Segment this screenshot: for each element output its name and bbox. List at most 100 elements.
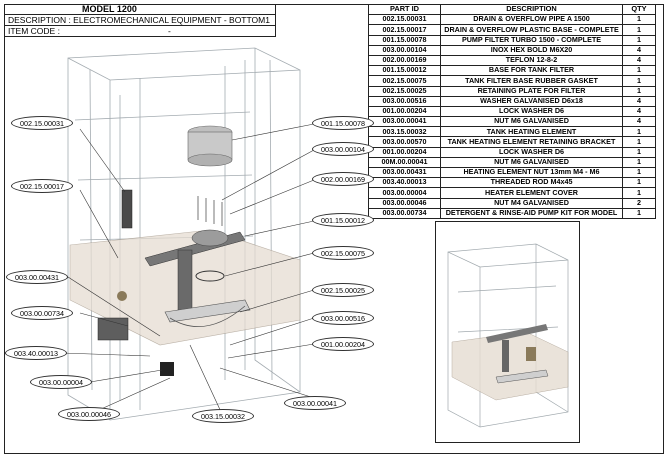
- callout-12: 001.00.00204: [312, 337, 374, 351]
- callout-5: 002.00.00169: [312, 172, 374, 186]
- description-cell: DRAIN & OVERFLOW PIPE A 1500: [440, 14, 623, 26]
- qty-cell: 1: [622, 187, 656, 199]
- qty-cell: 1: [622, 146, 656, 158]
- inset-view: [435, 221, 580, 443]
- inset-drawing: [447, 243, 569, 428]
- qty-cell: 4: [622, 105, 656, 118]
- qty-cell: 4: [622, 95, 656, 107]
- callout-2: 001.15.00078: [312, 116, 374, 130]
- description-cell: LOCK WASHER D6: [440, 146, 623, 158]
- callout-4: 002.15.00017: [11, 179, 73, 193]
- callout-1: 002.15.00031: [11, 116, 73, 130]
- callout-13: 003.40.00013: [5, 346, 67, 360]
- part-id-cell: 00M.00.00041: [368, 156, 441, 169]
- drawing-sheet: [4, 4, 664, 454]
- description-cell: NUT M4 GALVANISED: [440, 197, 623, 209]
- part-id-cell: 002.15.00075: [368, 75, 441, 87]
- description-line: DESCRIPTION : ELECTROMECHANICAL EQUIPMEN…: [4, 15, 275, 26]
- qty-cell: 4: [622, 54, 656, 67]
- qty-cell: 1: [622, 24, 656, 36]
- part-id-cell: 003.00.00734: [368, 207, 441, 219]
- col-part-id: PART ID: [368, 3, 441, 16]
- part-id-cell: 003.00.00041: [368, 116, 441, 128]
- col-description: DESCRIPTION: [440, 3, 623, 16]
- part-id-cell: 002.15.00025: [368, 85, 441, 97]
- description-cell: DETERGENT & RINSE-AID PUMP KIT FOR MODEL: [440, 207, 623, 219]
- part-id-cell: 003.15.00032: [368, 126, 441, 138]
- callout-7: 002.15.00075: [312, 246, 374, 260]
- callout-15: 003.00.00046: [58, 407, 120, 421]
- qty-cell: 1: [622, 126, 656, 138]
- description-cell: TANK HEATING ELEMENT: [440, 126, 623, 138]
- description-cell: PUMP FILTER TURBO 1500 - COMPLETE: [440, 34, 623, 46]
- description-cell: NUT M6 GALVANISED: [440, 116, 623, 128]
- part-id-cell: 001.00.00204: [368, 105, 441, 118]
- item-code-label: ITEM CODE :: [8, 26, 60, 36]
- qty-cell: 1: [622, 65, 656, 77]
- description-cell: LOCK WASHER D6: [440, 105, 623, 118]
- part-id-cell: 001.00.00204: [368, 146, 441, 158]
- description-cell: NUT M6 GALVANISED: [440, 156, 623, 169]
- qty-cell: 1: [622, 34, 656, 46]
- qty-cell: 1: [622, 166, 656, 179]
- part-id-cell: 001.15.00078: [368, 34, 441, 46]
- part-id-cell: 003.00.00104: [368, 44, 441, 56]
- callout-17: 003.00.00041: [284, 396, 346, 410]
- title-block: MODEL 1200 DESCRIPTION : ELECTROMECHANIC…: [4, 4, 276, 37]
- description-cell: WASHER GALVANISED D6x18: [440, 95, 623, 107]
- qty-cell: 1: [622, 136, 656, 148]
- part-id-cell: 001.15.00012: [368, 65, 441, 77]
- callout-16: 003.15.00032: [192, 409, 254, 423]
- part-id-cell: 002.15.00031: [368, 14, 441, 26]
- part-id-cell: 002.00.00169: [368, 54, 441, 67]
- callout-14: 003.00.00004: [30, 375, 92, 389]
- description-cell: HEATING ELEMENT NUT 13mm M4 - M6: [440, 166, 623, 179]
- part-id-cell: 003.00.00004: [368, 187, 441, 199]
- description-cell: TEFLON 12-8-2: [440, 54, 623, 67]
- part-id-cell: 003.00.00570: [368, 136, 441, 148]
- qty-cell: 4: [622, 116, 656, 128]
- callout-3: 003.00.00104: [312, 142, 374, 156]
- col-qty: QTY: [622, 3, 656, 16]
- callout-9: 002.15.00025: [312, 283, 374, 297]
- qty-cell: 1: [622, 156, 656, 169]
- qty-cell: 1: [622, 177, 656, 189]
- description-cell: HEATER ELEMENT COVER: [440, 187, 623, 199]
- description-cell: RETAINING PLATE FOR FILTER: [440, 85, 623, 97]
- qty-cell: 1: [622, 85, 656, 97]
- item-code-value: -: [168, 26, 171, 36]
- qty-cell: 4: [622, 44, 656, 56]
- callout-10: 003.00.00734: [11, 306, 73, 320]
- item-code-line: ITEM CODE : -: [4, 26, 275, 37]
- model-title: MODEL 1200: [4, 4, 275, 15]
- qty-cell: 2: [622, 197, 656, 209]
- parts-table-header: PART ID DESCRIPTION QTY: [368, 3, 656, 16]
- part-id-cell: 003.40.00013: [368, 177, 441, 189]
- description-cell: BASE FOR TANK FILTER: [440, 65, 623, 77]
- qty-cell: 1: [622, 75, 656, 87]
- qty-cell: 1: [622, 207, 656, 219]
- description-cell: TANK HEATING ELEMENT RETAINING BRACKET: [440, 136, 623, 148]
- qty-cell: 1: [622, 14, 656, 26]
- part-id-cell: 002.15.00017: [368, 24, 441, 36]
- description-cell: INOX HEX BOLD M6X20: [440, 44, 623, 56]
- part-id-cell: 003.00.00516: [368, 95, 441, 107]
